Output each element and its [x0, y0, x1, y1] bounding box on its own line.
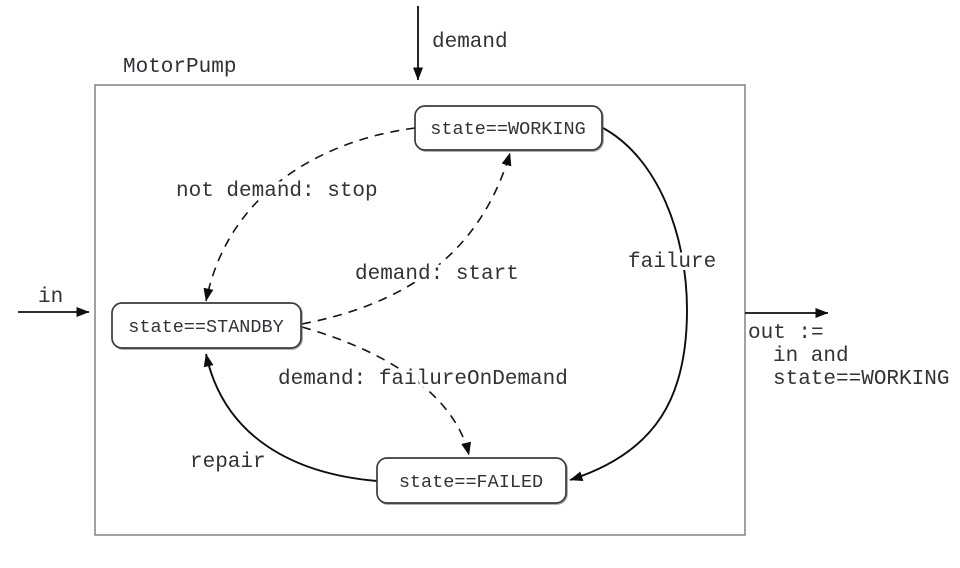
transition-repair [203, 353, 378, 482]
state-failed: state==FAILED [376, 457, 567, 504]
component-title: MotorPump [123, 56, 236, 79]
input-demand-label: demand [432, 31, 508, 54]
component-frame [94, 84, 746, 536]
state-standby-label: state==STANDBY [128, 317, 283, 338]
state-working: state==WORKING [414, 105, 603, 151]
transition-failure-on-demand-label: demand: failureOnDemand [278, 368, 568, 391]
transition-failure-on-demand-edge [301, 326, 471, 456]
output-expression-line1: out := [748, 322, 824, 345]
transition-failure-label: failure [628, 251, 716, 274]
state-working-box [414, 105, 603, 151]
transition-repair-edge [203, 353, 378, 482]
output-out: out := in and state==WORKING [745, 308, 949, 391]
output-expression-line2: in and [773, 345, 849, 368]
transition-stop [203, 127, 416, 302]
transition-start-edge [301, 152, 512, 325]
state-working-label: state==WORKING [430, 119, 585, 140]
transition-start-label: demand: start [355, 263, 519, 286]
transition-repair-label: repair [190, 451, 266, 474]
input-in-label: in [38, 286, 63, 309]
transition-stop-label: not demand: stop [176, 180, 378, 203]
state-standby: state==STANDBY [111, 302, 302, 349]
state-failed-label: state==FAILED [399, 472, 543, 493]
transition-failure-edge [569, 127, 688, 481]
transition-start [301, 152, 512, 325]
state-failed-box [376, 457, 567, 504]
output-expression-line3: state==WORKING [773, 368, 949, 391]
input-demand: demand [413, 6, 508, 81]
transition-failure-on-demand [301, 326, 471, 456]
input-in: in [18, 286, 90, 317]
state-standby-box [111, 302, 302, 349]
transition-failure [569, 127, 688, 481]
transition-stop-edge [203, 127, 416, 302]
